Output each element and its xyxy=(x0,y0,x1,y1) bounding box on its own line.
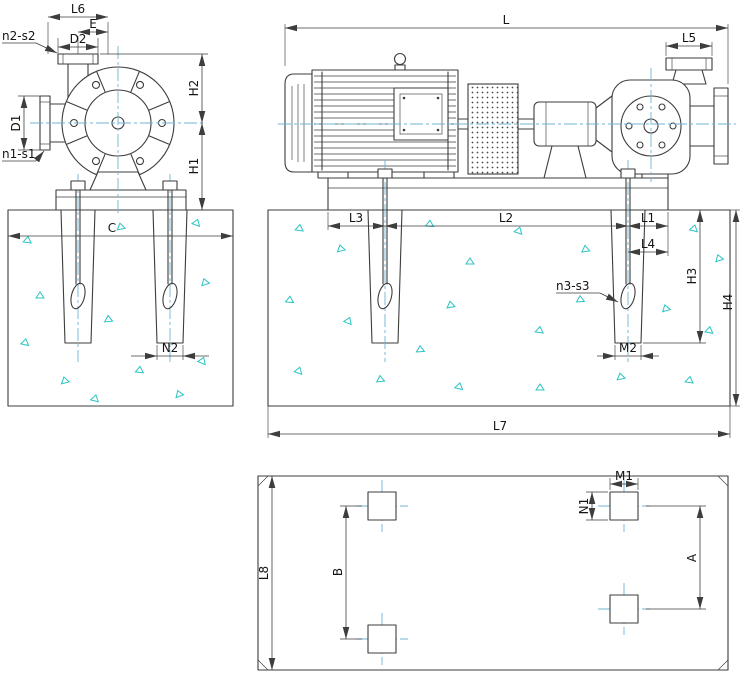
dim-label-d1: D1 xyxy=(9,115,23,132)
anchor-pocket-plan-top-left xyxy=(356,480,408,532)
motor-foot xyxy=(423,171,455,179)
dim-label-n1: N1 xyxy=(577,498,591,515)
foundation-block xyxy=(267,209,731,407)
electric-motor xyxy=(284,52,459,179)
dim-label-l6: L6 xyxy=(71,2,85,16)
foundation-block xyxy=(7,209,234,407)
motor-foot xyxy=(317,171,349,179)
dim-label-l4: L4 xyxy=(641,237,655,251)
foundation-plan-outline xyxy=(257,475,729,671)
note-label-n1-s1: n1-s1 xyxy=(2,147,35,161)
pump-end-view xyxy=(39,53,175,191)
note-label-n3-s3: n3-s3 xyxy=(556,279,589,293)
baseplate-side xyxy=(327,177,669,211)
coupling-guard xyxy=(467,83,519,175)
dim-label-m1: M1 xyxy=(615,469,633,483)
anchor-pocket-plan-bottom-left xyxy=(356,613,408,665)
foundation-section-side xyxy=(267,209,731,407)
dim-label-l: L xyxy=(503,13,510,27)
dim-label-c: C xyxy=(108,221,116,235)
dim-label-d2: D2 xyxy=(70,32,87,46)
dim-label-h4: H4 xyxy=(721,294,735,311)
discharge-flange xyxy=(57,53,99,65)
dim-label-e: E xyxy=(89,17,97,31)
casing-flange-bolts xyxy=(625,103,677,149)
dimensions-plan-view: L8 B A M1 N1 xyxy=(257,469,706,670)
pump-pedestal xyxy=(543,145,587,179)
end-view: L6 E D2 n2-s2 D1 n1-s1 H2 H1 C xyxy=(2,2,234,407)
anchor-bolt-side-right xyxy=(617,160,639,362)
dim-label-h3: H3 xyxy=(685,268,699,285)
note-label-n2-s2: n2-s2 xyxy=(2,29,35,43)
dim-label-l8: L8 xyxy=(257,566,271,580)
casing-foot xyxy=(641,173,669,179)
dim-label-h1: H1 xyxy=(187,158,201,175)
side-view: L L5 L3 L2 L1 L4 n3-s3 M2 xyxy=(267,13,740,438)
dim-label-l5: L5 xyxy=(682,31,696,45)
casing-ribs xyxy=(66,71,170,175)
suction-flange xyxy=(713,87,729,165)
dim-label-n2: N2 xyxy=(162,341,179,355)
discharge-flange xyxy=(665,57,713,71)
foundation-section-front xyxy=(7,209,234,407)
dim-label-h2: H2 xyxy=(187,80,201,97)
dim-label-l1: L1 xyxy=(641,211,655,225)
dimensions-side-view: L L5 L3 L2 L1 L4 n3-s3 M2 xyxy=(267,13,740,438)
dim-label-l3: L3 xyxy=(349,211,363,225)
plan-view: L8 B A M1 N1 xyxy=(257,469,729,671)
anchor-pocket-plan-bottom-right xyxy=(598,583,650,635)
anchor-pocket-plan-top-right xyxy=(598,480,650,532)
fan-cover xyxy=(284,73,313,173)
dim-label-a: A xyxy=(685,553,699,562)
dim-label-m2: M2 xyxy=(619,341,637,355)
pump-side-view xyxy=(533,57,729,179)
lifting-eye xyxy=(393,52,407,66)
dimensions-end-view: L6 E D2 n2-s2 D1 n1-s1 H2 H1 C xyxy=(2,2,233,360)
dim-label-l2: L2 xyxy=(499,211,513,225)
anchor-bolt-side-left xyxy=(374,160,396,362)
terminal-box xyxy=(393,87,449,141)
dim-label-b: B xyxy=(331,568,345,576)
dim-label-l7: L7 xyxy=(493,419,507,433)
